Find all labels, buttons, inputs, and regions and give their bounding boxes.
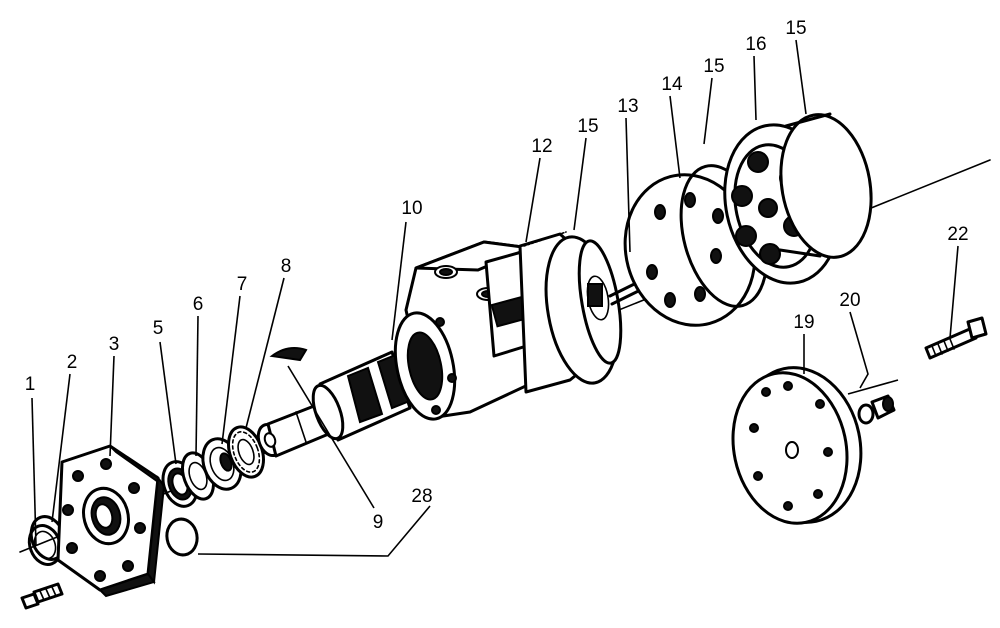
callout-3: 3 <box>109 334 120 355</box>
callout-2: 2 <box>67 352 78 373</box>
callout-9: 9 <box>373 512 384 533</box>
part-3-mounting-flange <box>56 444 166 598</box>
callout-6: 6 <box>193 294 204 315</box>
callout-15-left: 15 <box>577 116 598 137</box>
callout-20: 20 <box>839 290 860 311</box>
callout-19: 19 <box>793 312 814 333</box>
callout-7: 7 <box>237 274 248 295</box>
callout-8: 8 <box>281 256 292 277</box>
callout-16: 16 <box>745 34 766 55</box>
part-9-key <box>269 347 308 362</box>
callout-13: 13 <box>617 96 638 117</box>
part-20-plug <box>857 394 896 425</box>
callout-28: 28 <box>411 486 432 507</box>
callout-5: 5 <box>153 318 164 339</box>
part-14-valve-plate <box>623 173 757 327</box>
callout-15-right: 15 <box>785 18 806 39</box>
callout-22: 22 <box>947 224 968 245</box>
callout-1: 1 <box>25 374 36 395</box>
part-22-tie-bolt <box>924 316 988 360</box>
callout-labels: 1 2 3 5 6 7 8 9 10 12 13 14 15 15 15 16 … <box>25 18 969 533</box>
part-15-end-cap <box>778 112 873 259</box>
callout-14: 14 <box>661 74 683 95</box>
leader-lines <box>31 39 959 557</box>
callout-15-middle: 15 <box>703 56 724 77</box>
part-19-end-cover <box>731 366 863 525</box>
part-15-distributor-plate <box>577 239 623 365</box>
callout-12: 12 <box>531 136 552 157</box>
mounting-bolt <box>20 582 64 610</box>
part-28-o-ring <box>165 517 199 557</box>
callout-10: 10 <box>401 198 422 219</box>
